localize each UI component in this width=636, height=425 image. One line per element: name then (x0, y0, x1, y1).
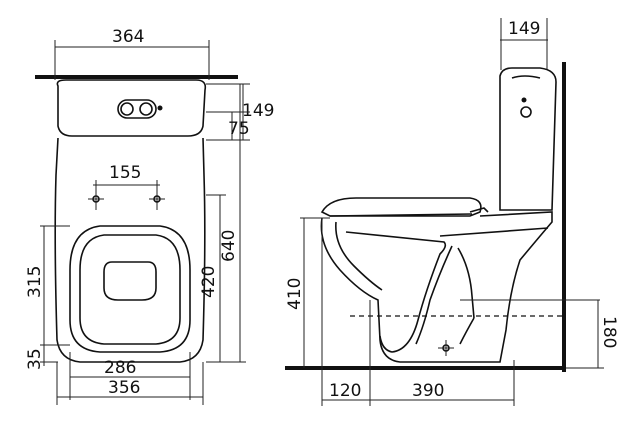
dim-315: 315 (25, 266, 45, 298)
bowl-body (320, 211, 553, 363)
dim-390: 390 (412, 381, 444, 401)
dim-75: 75 (228, 119, 250, 139)
seat-inner (79, 234, 181, 345)
seat-outer (69, 225, 191, 353)
dim-155: 155 (109, 163, 141, 183)
dim-180: 180 (599, 316, 619, 348)
dim-149-side: 149 (508, 19, 540, 39)
dim-356: 356 (108, 378, 140, 398)
tank-outline (56, 79, 207, 137)
seat-lid (320, 197, 482, 217)
dim-420: 420 (199, 266, 219, 298)
side-view: 149 410 180 (285, 18, 619, 406)
dim-35: 35 (25, 348, 45, 370)
flush-button (117, 99, 157, 119)
side-tank (499, 67, 557, 211)
dim-410: 410 (285, 278, 305, 310)
dim-286: 286 (104, 358, 136, 378)
front-view: 364 149 75 155 640 (25, 27, 274, 405)
trap-inner (345, 231, 447, 353)
dim-120: 120 (329, 381, 361, 401)
drain-opening (103, 261, 157, 301)
dim-364: 364 (112, 27, 144, 47)
dim-640: 640 (219, 230, 239, 262)
dim-149-front: 149 (242, 101, 274, 121)
bowl-outline (54, 137, 206, 363)
